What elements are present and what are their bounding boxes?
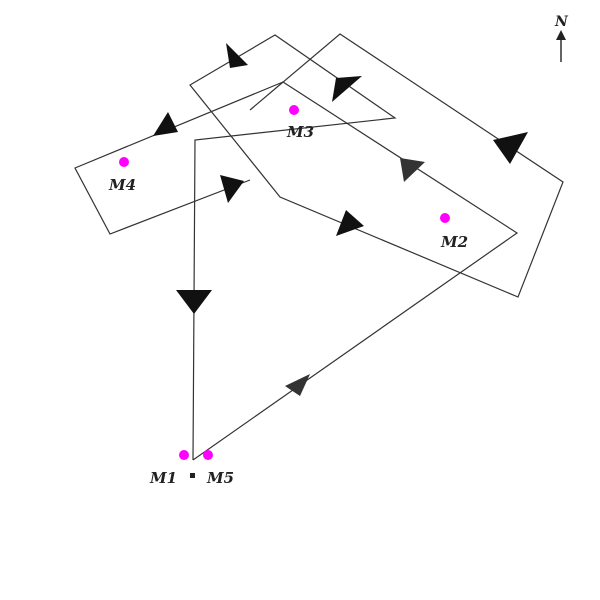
direction-arrow (285, 374, 310, 396)
north-arrow-head-icon (556, 30, 566, 40)
direction-arrow (176, 290, 212, 314)
marker-label: M5 (206, 469, 234, 487)
start-point (190, 473, 195, 478)
north-compass: N (554, 14, 569, 62)
marker-m1: M1 (149, 450, 189, 487)
direction-arrow (400, 158, 425, 182)
direction-arrows (153, 43, 528, 396)
direction-arrow (226, 43, 248, 68)
marker-dot (179, 450, 189, 460)
marker-dot (119, 157, 129, 167)
direction-arrow (153, 112, 178, 136)
marker-m4: M4 (108, 157, 136, 194)
marker-label: M1 (149, 469, 177, 487)
north-label: N (554, 14, 569, 30)
marker-label: M2 (440, 233, 468, 251)
marker-dot (440, 213, 450, 223)
marker-m2: M2 (440, 213, 468, 251)
direction-arrow (336, 210, 364, 236)
marker-m5: M5 (203, 450, 234, 487)
direction-arrow (332, 76, 362, 102)
marker-label: M4 (108, 176, 136, 194)
marker-dot (203, 450, 213, 460)
marker-m3: M3 (286, 105, 314, 141)
direction-arrow (493, 132, 528, 164)
route-loop-m4 (74, 81, 284, 235)
direction-arrow (220, 175, 244, 203)
marker-dot (289, 105, 299, 115)
marker-label: M3 (286, 123, 314, 141)
